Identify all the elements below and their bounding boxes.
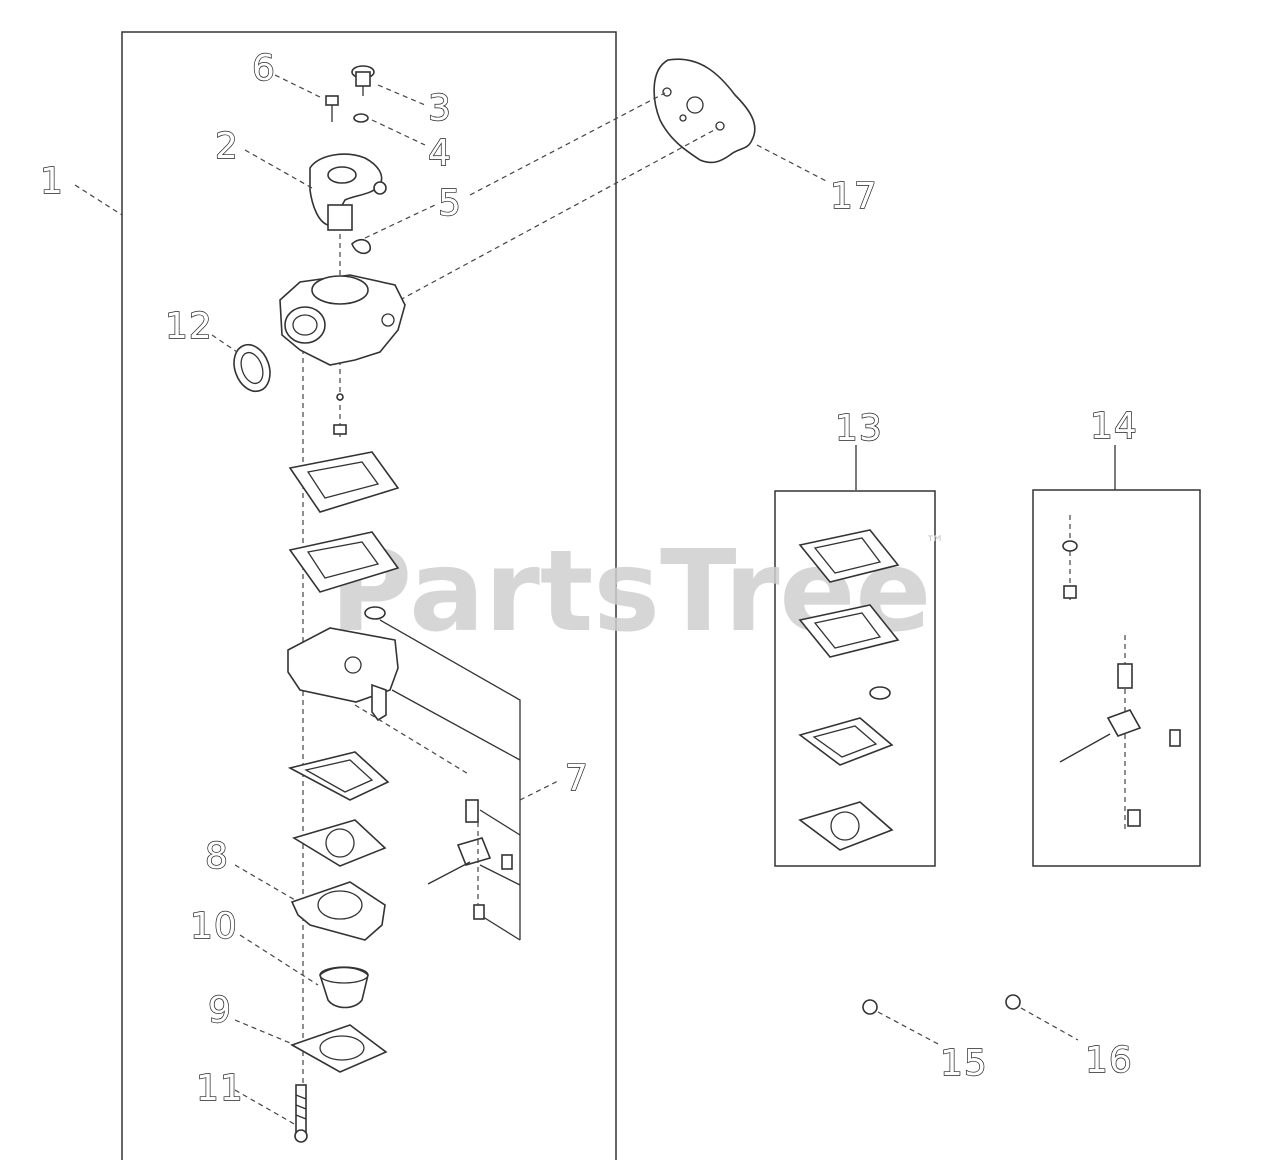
callout-leaders (74, 74, 1116, 1126)
pump-gasket (287, 751, 390, 801)
inlet-needle-assembly (427, 799, 513, 920)
needle-kit-frame (1032, 489, 1201, 867)
gasket-kit-frame (774, 490, 936, 867)
part-12-o-ring (233, 343, 271, 393)
callout-10: 10 (190, 906, 238, 947)
carburetor-assembly-frame (121, 31, 617, 1160)
callout-14: 14 (1090, 406, 1138, 447)
callout-4: 4 (428, 133, 452, 174)
callout-1: 1 (40, 161, 64, 202)
callout-7: 7 (565, 758, 589, 799)
callout-6: 6 (252, 48, 276, 89)
part-3-screw (351, 65, 375, 96)
part-11-screw (294, 1084, 308, 1143)
part-8-pump-cover (290, 881, 386, 941)
part-4-washer (353, 113, 369, 123)
metering-gasket-lower (288, 531, 400, 593)
part-6-screw (325, 95, 339, 122)
callout-5: 5 (438, 183, 462, 224)
part-17-gasket (653, 58, 756, 164)
callout-2: 2 (215, 126, 239, 167)
callout-13: 13 (835, 408, 883, 449)
part-10-primer-bulb (319, 966, 369, 1009)
part-16-fitting (1005, 994, 1079, 1041)
metering-gasket-upper (288, 451, 400, 513)
part-2-throttle-lever (309, 153, 387, 231)
small-plug (333, 424, 347, 435)
pump-diaphragm (292, 819, 387, 867)
part-5-clip (351, 238, 371, 255)
callout-8: 8 (205, 836, 229, 877)
leader-17-b (399, 127, 719, 301)
part-7-bracket (354, 619, 521, 941)
fuel-pump-body (287, 627, 399, 722)
callout-12: 12 (165, 306, 213, 347)
kit-13-contents (798, 529, 900, 851)
kit-14-contents (1059, 515, 1181, 830)
trademark-symbol: ™ (925, 531, 945, 555)
callout-17: 17 (830, 176, 878, 217)
callout-3: 3 (428, 88, 452, 129)
callout-9: 9 (208, 990, 232, 1031)
leader-17-a (469, 92, 666, 196)
carburetor-body (279, 274, 406, 366)
small-washer (336, 393, 344, 401)
callout-15: 15 (940, 1043, 988, 1084)
part-15-fitting (862, 999, 941, 1046)
filter-screen (364, 606, 386, 620)
callout-11: 11 (196, 1068, 244, 1109)
callout-16: 16 (1085, 1040, 1133, 1081)
part-9-bulb-retainer (290, 1024, 388, 1073)
